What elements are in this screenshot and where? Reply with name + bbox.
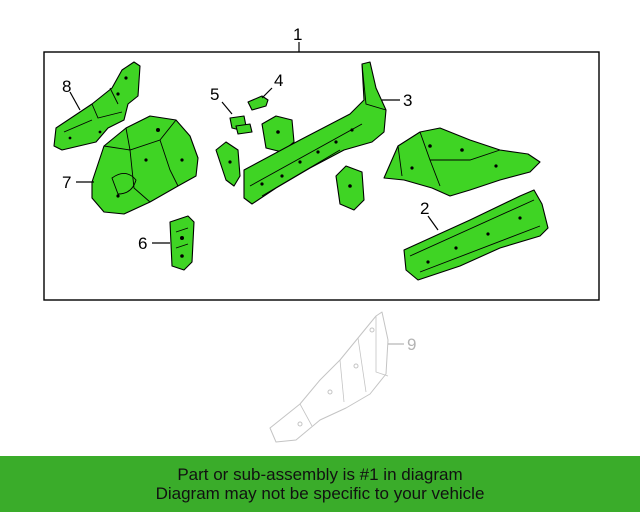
part-rear-assembly[interactable]	[383, 127, 541, 197]
callout-5-leader	[221, 101, 233, 115]
banner-line-1: Part or sub-assembly is #1 in diagram	[177, 465, 463, 484]
callout-5: 5	[210, 85, 219, 104]
callout-3: 3	[403, 91, 412, 110]
part-5-bolt[interactable]	[229, 115, 253, 135]
callout-4-leader	[261, 87, 273, 99]
banner-line-2: Diagram may not be specific to your vehi…	[155, 484, 485, 503]
callout-8: 8	[62, 77, 71, 96]
part-2-lower-rail[interactable]	[403, 189, 549, 281]
part-4-bracket[interactable]	[247, 95, 295, 153]
part-3-front-rail[interactable]	[243, 61, 387, 205]
callout-4: 4	[274, 71, 283, 90]
part-lower-bracket[interactable]	[335, 165, 365, 211]
part-6-plate[interactable]	[169, 215, 195, 271]
callout-2-leader	[427, 215, 439, 231]
callout-1: 1	[293, 25, 302, 44]
part-8-bracket[interactable]	[53, 61, 141, 151]
callout-2: 2	[420, 199, 429, 218]
info-banner: Part or sub-assembly is #1 in diagram Di…	[0, 456, 640, 512]
callout-6: 6	[138, 234, 147, 253]
part-9-ghost-outline[interactable]	[269, 311, 389, 443]
parts-diagram: 1 8 7 6 5 4	[43, 25, 600, 443]
part-7-wheel-apron[interactable]	[91, 115, 199, 215]
callout-9: 9	[407, 335, 416, 354]
callout-8-leader	[69, 91, 81, 111]
part-small-bracket[interactable]	[215, 141, 241, 187]
callout-7: 7	[62, 173, 71, 192]
assembly-frame	[43, 51, 600, 301]
